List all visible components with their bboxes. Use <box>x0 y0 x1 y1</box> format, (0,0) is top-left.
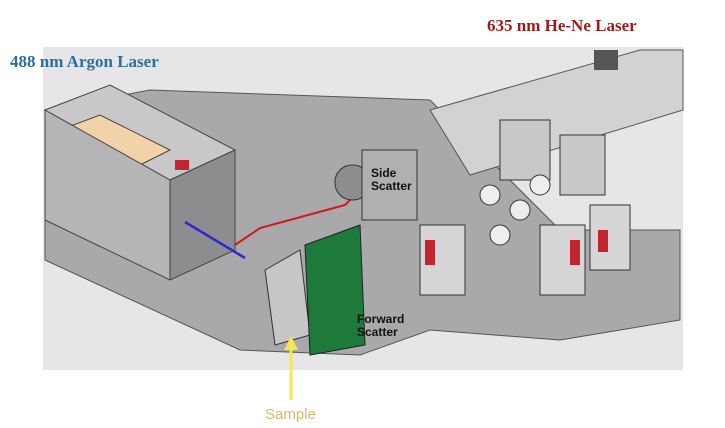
argon-laser-label: 488 nm Argon Laser <box>10 52 159 71</box>
detector <box>559 134 606 196</box>
hene-laser-icon <box>594 50 618 70</box>
forward-scatter-line2: Scatter <box>357 325 398 339</box>
argon-laser-side <box>44 109 171 281</box>
side-scatter-line1: Side <box>371 166 397 180</box>
side-scatter-label: Side Scatter <box>371 167 412 193</box>
dichroic-mirror <box>509 199 531 221</box>
dichroic-mirror <box>489 224 511 246</box>
dichroic-mirror <box>529 174 551 196</box>
detector-array <box>419 119 631 296</box>
sample-label: Sample <box>265 406 316 423</box>
blue-beam <box>184 220 246 260</box>
warning-label <box>175 160 189 170</box>
dichroic-mirror <box>479 184 501 206</box>
detector <box>589 204 631 271</box>
circuit-board <box>304 224 366 356</box>
detector-filter <box>598 230 608 252</box>
detector <box>499 119 551 181</box>
hene-laser-label: 635 nm He-Ne Laser <box>487 16 637 35</box>
detector-filter <box>570 240 580 265</box>
forward-scatter-line1: Forward <box>357 312 405 326</box>
sample-arrowhead <box>284 336 298 350</box>
side-scatter-line2: Scatter <box>371 179 412 193</box>
side-scatter-housing <box>361 149 418 221</box>
forward-scatter-label: Forward Scatter <box>357 313 404 339</box>
hene-laser-tube <box>429 49 684 176</box>
detector-filter <box>425 240 435 265</box>
